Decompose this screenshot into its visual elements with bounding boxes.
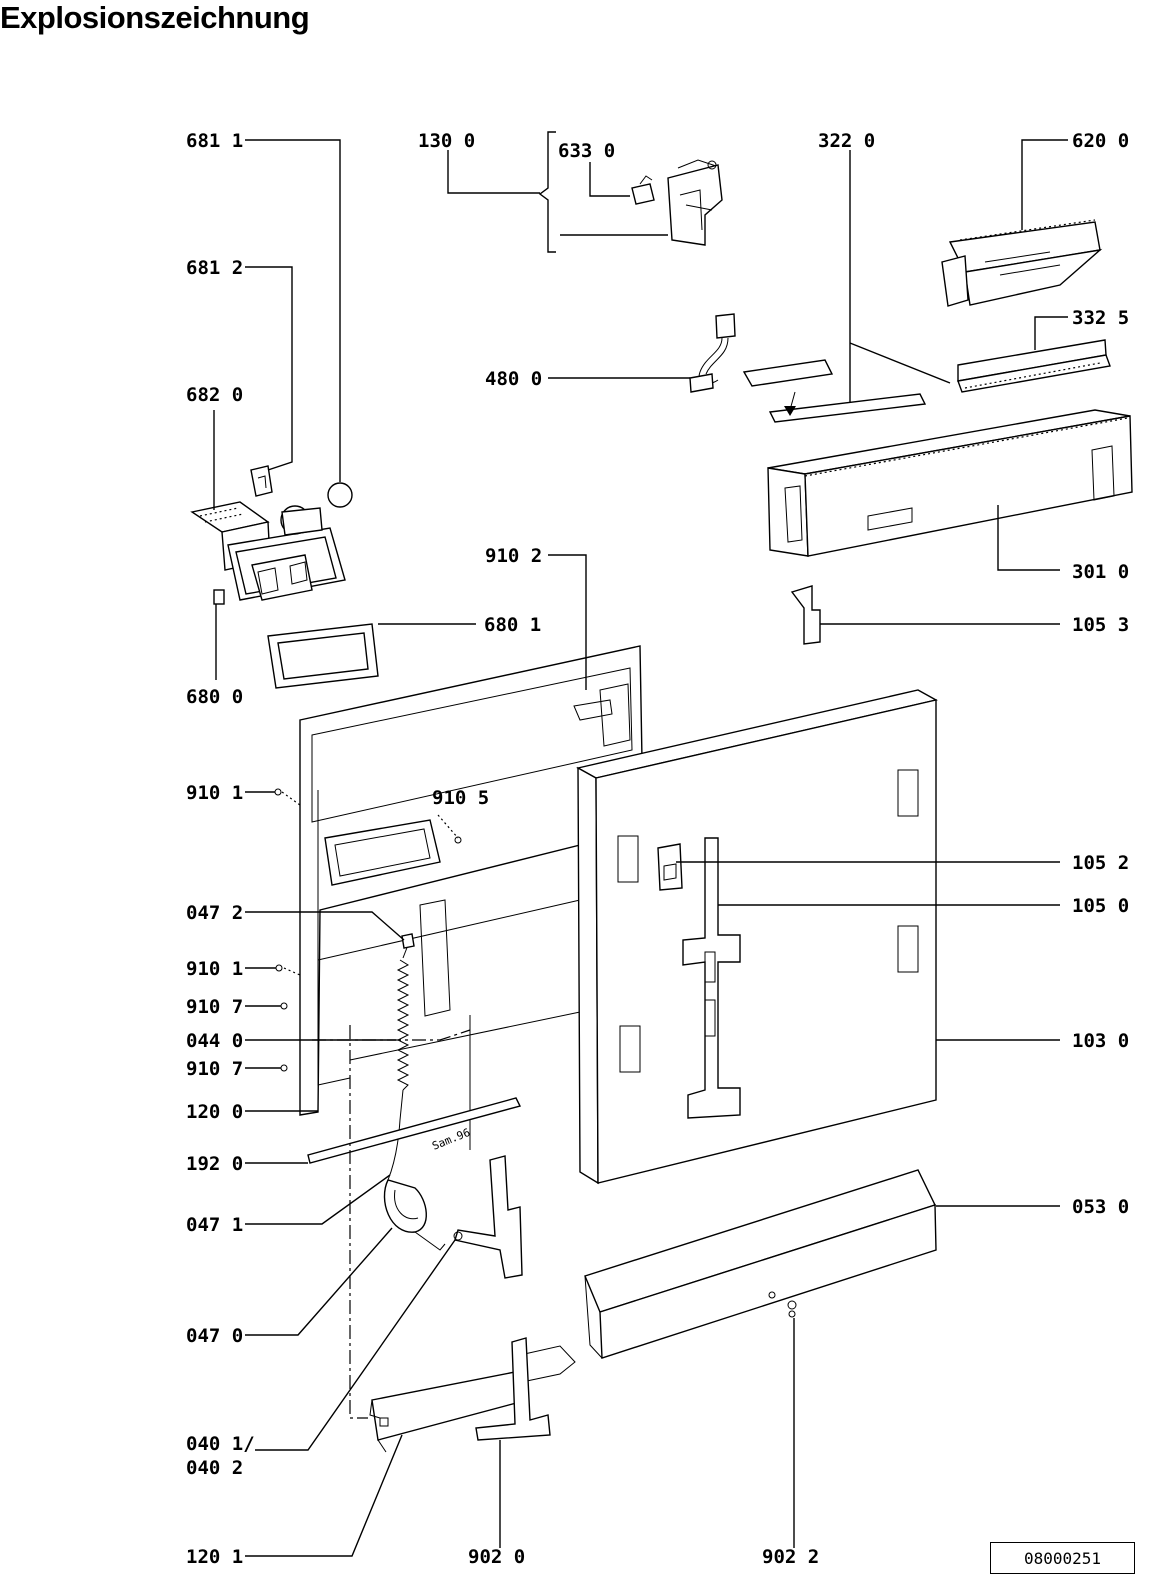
part-103-0-outer-door [576, 689, 938, 1185]
label-322-0: 322 0 [818, 130, 875, 152]
label-105-0: 105 0 [1072, 895, 1129, 917]
part-105-2-clip [657, 843, 683, 891]
label-120-0: 120 0 [186, 1101, 243, 1123]
label-910-2: 910 2 [485, 545, 542, 567]
bracket-130-0 [538, 131, 556, 253]
part-332-5-board [957, 339, 1111, 393]
sam-stamp: Sam.96 [430, 1126, 472, 1153]
label-192-0: 192 0 [186, 1153, 243, 1175]
label-910-7-lower: 910 7 [186, 1058, 243, 1080]
label-480-0: 480 0 [485, 368, 542, 390]
label-301-0: 301 0 [1072, 561, 1129, 583]
part-044-0-spring [396, 933, 415, 1091]
label-040-1: 040 1/ [186, 1433, 255, 1455]
part-130-0-door-latch [631, 159, 723, 246]
label-103-0: 103 0 [1072, 1030, 1129, 1052]
fastener-line-910-1b [283, 967, 301, 976]
label-681-2: 681 2 [186, 257, 243, 279]
label-680-1: 680 1 [484, 614, 541, 636]
label-680-0: 680 0 [186, 686, 243, 708]
part-047-0-pulley [383, 1179, 446, 1251]
part-681-1-knob [327, 482, 353, 508]
part-301-0-control-panel [767, 409, 1133, 557]
label-910-5: 910 5 [432, 787, 489, 809]
label-130-0: 130 0 [418, 130, 475, 152]
label-047-1: 047 1 [186, 1214, 243, 1236]
part-047-1-cable [387, 1089, 404, 1181]
part-120-0-inner-door-panel [299, 645, 643, 1150]
part-680-1-gasket [267, 623, 379, 689]
label-681-1: 681 1 [186, 130, 243, 152]
fastener-line-910-1a [281, 791, 301, 806]
centerline-2 [312, 1029, 471, 1041]
label-620-0: 620 0 [1072, 130, 1129, 152]
label-047-2: 047 2 [186, 902, 243, 924]
centerline-1 [349, 1025, 368, 1419]
part-680-0-switch-assembly [190, 501, 346, 605]
label-120-1: 120 1 [186, 1546, 243, 1568]
part-480-0-cable-harness [689, 313, 736, 393]
part-681-2-clip [250, 465, 273, 497]
label-910-1-lower: 910 1 [186, 958, 243, 980]
label-902-0: 902 0 [468, 1546, 525, 1568]
label-047-0: 047 0 [186, 1325, 243, 1347]
label-332-5: 332 5 [1072, 307, 1129, 329]
stamp-text: Sam.96 [430, 1126, 472, 1153]
part-620-0-electronic-module [941, 219, 1103, 307]
part-053-0-kickplate [584, 1169, 937, 1359]
label-053-0: 053 0 [1072, 1196, 1129, 1218]
label-682-0: 682 0 [186, 384, 243, 406]
label-633-0: 633 0 [558, 140, 615, 162]
label-105-2: 105 2 [1072, 852, 1129, 874]
label-040-2: 040 2 [186, 1457, 243, 1479]
leader-lines [213, 139, 1068, 1557]
part-040-bracket [453, 1155, 523, 1279]
page-title: Explosionszeichnung [0, 0, 310, 35]
label-902-2: 902 2 [762, 1546, 819, 1568]
callout-labels: 681 1 681 2 682 0 680 0 680 1 130 0 633 … [186, 130, 1129, 1568]
part-902-0-bracket [475, 1337, 551, 1441]
label-910-7-upper: 910 7 [186, 996, 243, 1018]
document-code: 08000251 [1023, 1549, 1102, 1568]
part-105-3-hinge-bracket [790, 585, 821, 645]
part-322-0-rating-label [742, 359, 927, 423]
label-910-1-upper: 910 1 [186, 782, 243, 804]
label-044-0: 044 0 [186, 1030, 243, 1052]
part-192-0-strip [307, 1097, 522, 1164]
label-105-3: 105 3 [1072, 614, 1129, 636]
document-code-box: 08000251 [990, 1542, 1135, 1574]
fastener-line-910-5 [437, 814, 459, 839]
